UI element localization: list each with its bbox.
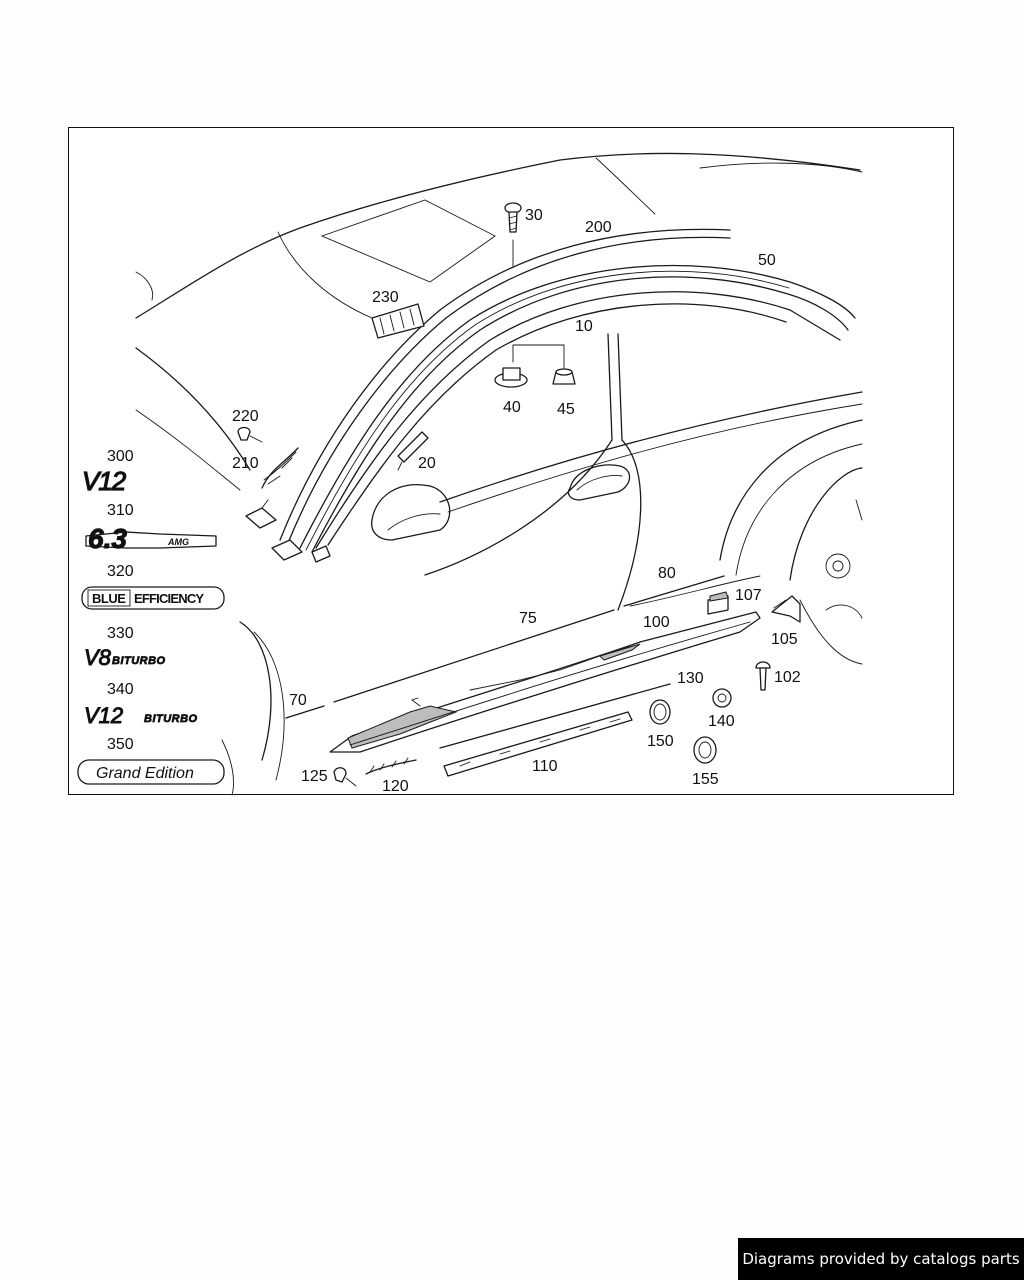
clip-40 bbox=[494, 367, 528, 388]
callout-300: 300 bbox=[107, 448, 134, 465]
badge-blue-efficiency-frame bbox=[81, 586, 225, 610]
badge-grand-edition-frame bbox=[77, 759, 225, 785]
car-body-outline bbox=[135, 152, 863, 796]
callout-200: 200 bbox=[585, 219, 612, 236]
callout-350: 350 bbox=[107, 736, 134, 753]
callout-110: 110 bbox=[532, 758, 558, 775]
callout-120: 120 bbox=[382, 778, 409, 795]
sill-trims bbox=[285, 575, 761, 777]
callout-102: 102 bbox=[774, 669, 801, 686]
callout-70: 70 bbox=[289, 692, 307, 709]
badge-v12-biturbo: BITURBO bbox=[144, 713, 198, 725]
callout-320: 320 bbox=[107, 563, 134, 580]
callout-30: 30 bbox=[525, 207, 543, 224]
badge-blue: BLUE bbox=[92, 591, 126, 606]
callout-210: 210 bbox=[232, 455, 259, 472]
callout-340: 340 bbox=[107, 681, 134, 698]
callout-40: 40 bbox=[503, 399, 521, 416]
small-parts bbox=[237, 202, 801, 787]
callout-10: 10 bbox=[575, 318, 593, 335]
block-230 bbox=[371, 303, 425, 339]
callout-45: 45 bbox=[557, 401, 575, 418]
credit-banner: Diagrams provided by catalogs parts bbox=[738, 1238, 1024, 1280]
badge-v8: V8 bbox=[84, 645, 112, 670]
badge-grand-edition: Grand Edition bbox=[96, 765, 194, 782]
callout-230: 230 bbox=[372, 289, 399, 306]
callout-80: 80 bbox=[658, 565, 676, 582]
callout-125: 125 bbox=[301, 768, 328, 785]
callout-310: 310 bbox=[107, 502, 134, 519]
callout-105: 105 bbox=[771, 631, 798, 648]
callout-220: 220 bbox=[232, 408, 259, 425]
callout-labels: 10 20 30 40 45 50 70 75 80 100 102 105 1… bbox=[107, 207, 801, 795]
callout-50: 50 bbox=[758, 252, 776, 269]
badge-63-brand: AMG bbox=[167, 537, 189, 547]
callout-140: 140 bbox=[708, 713, 735, 730]
badge-v12-model: V12 bbox=[84, 703, 123, 728]
nut-45 bbox=[552, 368, 576, 385]
badge-v12: V12 bbox=[82, 466, 127, 496]
callout-130: 130 bbox=[677, 670, 704, 687]
callout-20: 20 bbox=[418, 455, 436, 472]
badge-63-amg-frame bbox=[85, 531, 217, 549]
callout-155: 155 bbox=[692, 771, 719, 788]
emblem-column: V12 6.3 AMG BLUE EFFICIENCY V8 BITURBO V… bbox=[77, 465, 225, 785]
callout-330: 330 bbox=[107, 625, 134, 642]
callout-150: 150 bbox=[647, 733, 674, 750]
callout-107: 107 bbox=[735, 587, 762, 604]
badge-efficiency: EFFICIENCY bbox=[134, 591, 204, 606]
badge-63-number: 6.3 bbox=[88, 523, 127, 554]
callout-100: 100 bbox=[643, 614, 670, 631]
callout-75: 75 bbox=[519, 610, 537, 627]
screw-30 bbox=[504, 202, 522, 267]
badge-v8-biturbo: BITURBO bbox=[112, 655, 166, 667]
roof-moulding-strips bbox=[245, 228, 856, 563]
